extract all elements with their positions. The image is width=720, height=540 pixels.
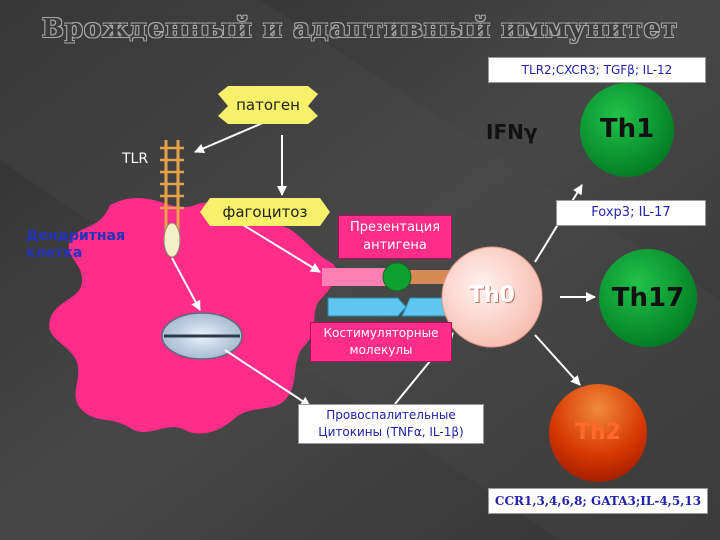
th2-signals-label: CCR1,3,4,6,8; GATA3;IL-4,5,13 [488,488,708,514]
th1-cell [580,83,674,177]
pathogen-hexagon [218,86,318,124]
th17-cell [599,249,697,347]
th2-cell-label: Th2 [575,420,621,445]
pathogen-label: патоген [236,96,300,114]
cytokines-label: Провоспалительные Цитокины (TNFα, IL-1β) [298,404,484,444]
antigen-presentation-label: Презентация антигена [338,215,452,259]
th0-cell-label: Th0 [469,283,515,308]
vesicle [161,312,243,360]
th1-cell-label: Th1 [599,114,655,144]
costimulatory-label: Костимуляторные молекулы [310,322,452,362]
tlr-label: TLR [122,151,149,167]
th2-cell [549,384,647,482]
th0-cell [441,246,543,348]
th17-cell-label: Th17 [611,283,685,313]
th1-signals-label: TLR2;CXCR3; TGFβ; IL-12 [488,57,706,83]
dendritic-cell-label: Дендритная клетка [26,228,125,261]
tlr-receptor [160,140,184,258]
phagocytosis-hexagon [200,198,330,226]
ifn-gamma-label: IFNγ [486,120,538,144]
th17-signals-label: Foxp3; IL-17 [556,200,706,226]
phagocytosis-label: фагоцитоз [222,203,308,221]
mhc-tcr-complex [322,262,450,317]
slide-title: Врожденный и адаптивный иммунитет [41,14,679,44]
